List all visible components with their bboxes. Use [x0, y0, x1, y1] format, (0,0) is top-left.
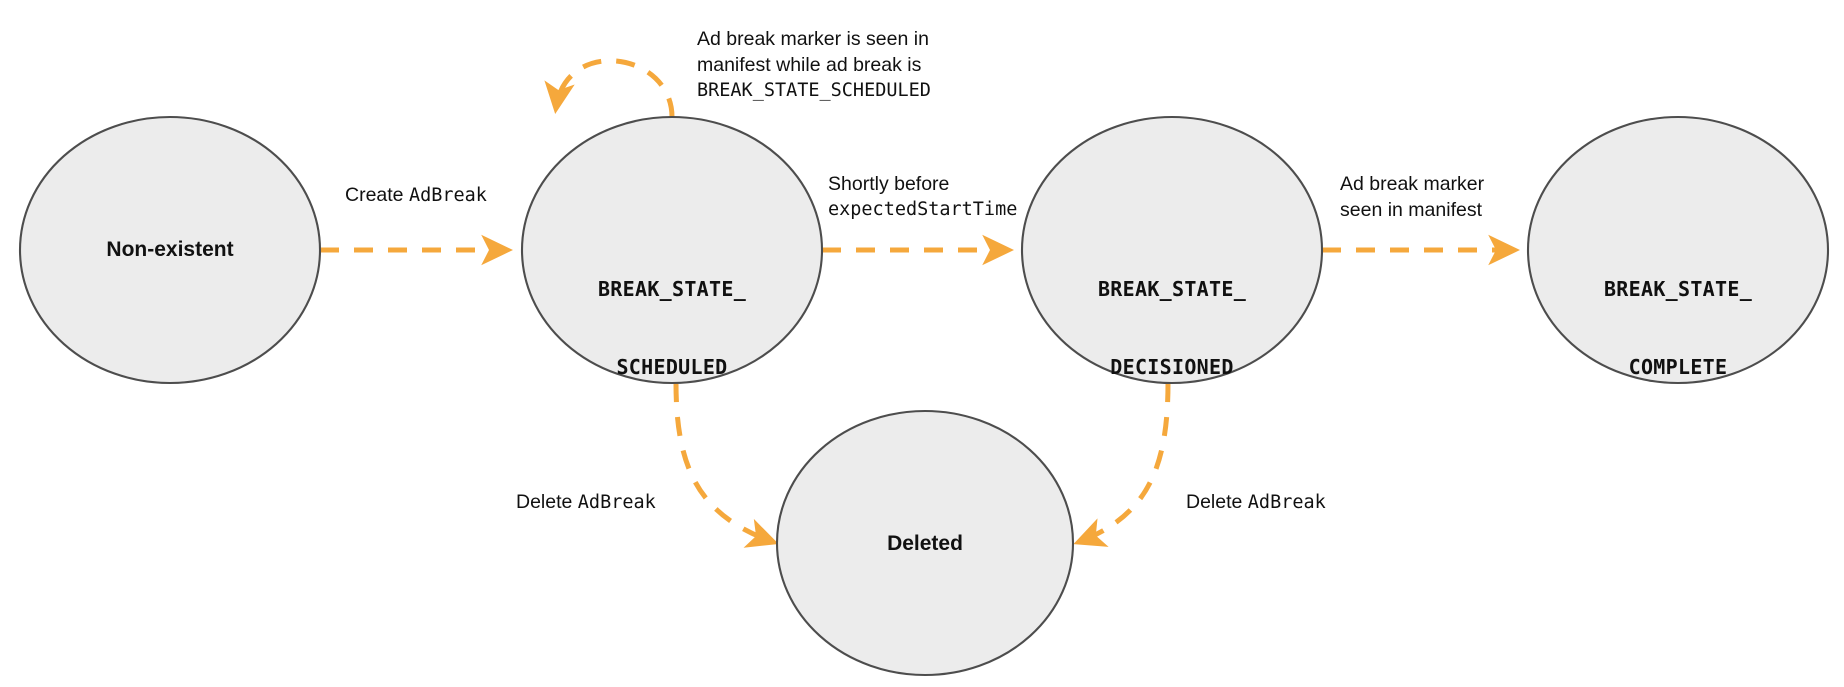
- node-break-state-scheduled[interactable]: [520, 115, 824, 385]
- edge-delete-adbreak-from-scheduled: [673, 382, 779, 548]
- node-break-state-complete[interactable]: [1526, 115, 1830, 385]
- node-non-existent[interactable]: [18, 115, 322, 385]
- node-break-state-decisioned[interactable]: [1020, 115, 1324, 385]
- edge-scheduled-self-loop: [544, 58, 675, 118]
- edge-delete-adbreak-from-decisioned: [1073, 382, 1171, 547]
- node-deleted[interactable]: [775, 409, 1075, 677]
